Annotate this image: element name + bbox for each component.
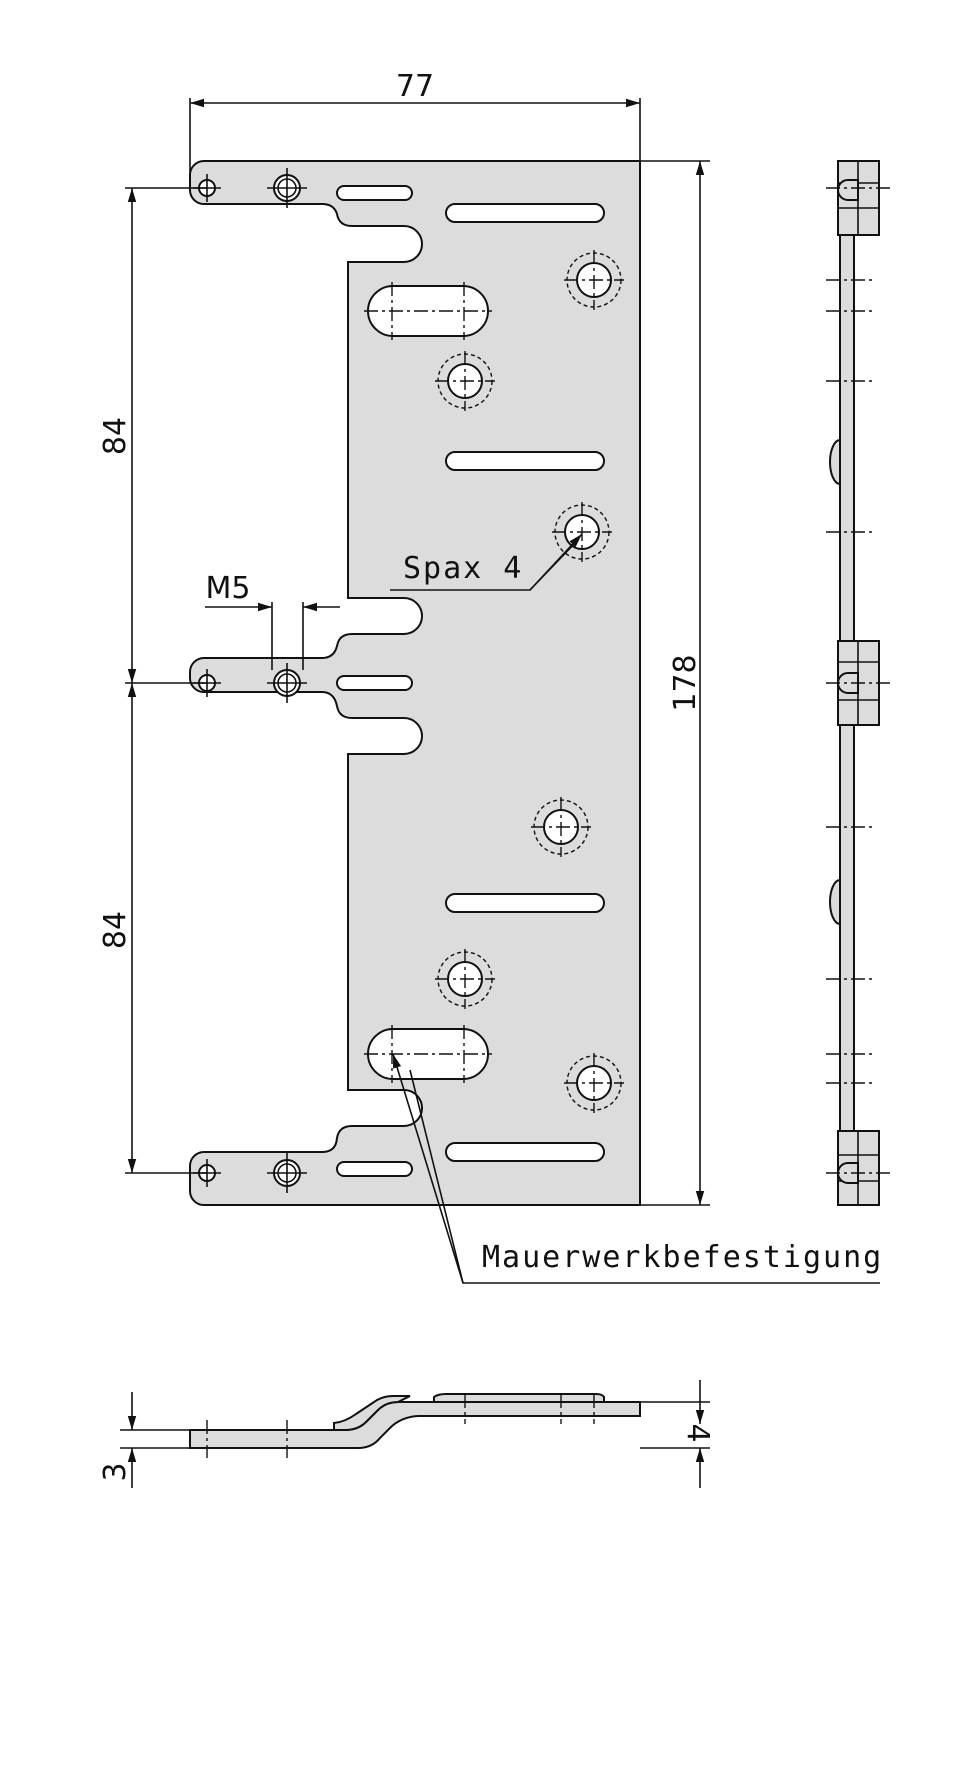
front-view — [189, 160, 641, 1206]
thread-dimension: M5 — [206, 571, 251, 606]
long-slots — [445, 203, 605, 1162]
screw-hole — [435, 351, 495, 411]
mounting-plate-outline — [189, 160, 641, 1206]
long-slot — [445, 451, 605, 471]
height-dimension: 178 — [668, 654, 703, 711]
screw-hole — [564, 1053, 624, 1113]
dimensions: 77 178 84 84 M5 — [98, 69, 710, 1206]
upper-spacing-dimension: 84 — [98, 417, 133, 455]
long-slot — [445, 203, 605, 223]
total-thickness-dimension: 4 — [680, 1423, 715, 1442]
screw-hole — [531, 797, 591, 857]
screw-hole — [564, 250, 624, 310]
base-thickness-dimension: 3 — [98, 1462, 133, 1481]
long-slot — [445, 893, 605, 913]
screw-hole — [435, 949, 495, 1009]
small-slot — [336, 675, 413, 691]
small-slot — [336, 185, 413, 201]
side-view — [826, 160, 890, 1206]
bottom-view: 3 4 — [98, 1380, 715, 1488]
callouts: Spax 4 Mauerwerkbefestigung — [390, 533, 883, 1284]
screw-label: Spax 4 — [403, 551, 523, 586]
m5-holes — [267, 168, 307, 1193]
masonry-slots — [364, 282, 492, 1083]
lower-spacing-dimension: 84 — [98, 911, 133, 949]
screw-holes — [435, 250, 624, 1113]
long-slot — [445, 1142, 605, 1162]
small-slot — [336, 1161, 413, 1177]
small-slots — [336, 185, 413, 1177]
masonry-label: Mauerwerkbefestigung — [482, 1240, 883, 1275]
bottom-profile — [189, 1401, 641, 1449]
width-dimension: 77 — [396, 69, 434, 104]
